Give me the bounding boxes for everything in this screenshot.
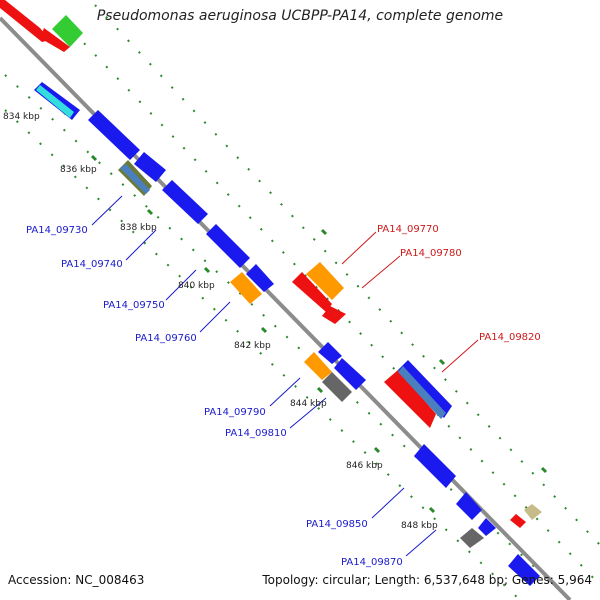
gene-label[interactable]: PA14_09760 bbox=[135, 333, 197, 344]
gene-arrow bbox=[456, 492, 482, 520]
gene-arrow bbox=[508, 554, 540, 586]
gene-arrow bbox=[322, 306, 346, 324]
gene-arrow bbox=[510, 514, 526, 528]
gene-arrow bbox=[36, 85, 74, 118]
gene-arrows-outer[interactable] bbox=[0, 0, 542, 528]
gene-label[interactable]: PA14_09820 bbox=[479, 332, 541, 343]
genome-backbone bbox=[0, 16, 572, 600]
gene-arrow bbox=[88, 110, 140, 160]
gene-arrow bbox=[398, 360, 452, 418]
kbp-label: 844 kbp bbox=[290, 399, 327, 409]
gene-label[interactable]: PA14_09870 bbox=[341, 557, 403, 568]
gene-label[interactable]: PA14_09850 bbox=[306, 519, 368, 530]
gene-label[interactable]: PA14_09750 bbox=[103, 300, 165, 311]
gene-label[interactable]: PA14_09790 bbox=[204, 407, 266, 418]
gene-arrow bbox=[134, 152, 166, 182]
leader-lines-blue bbox=[91, 195, 437, 557]
major-ticks bbox=[60, 108, 548, 514]
gene-label[interactable]: PA14_09740 bbox=[61, 259, 123, 270]
summary-text: Topology: circular; Length: 6,537,648 bp… bbox=[262, 573, 592, 587]
kbp-label: 846 kbp bbox=[346, 461, 383, 471]
gene-arrow bbox=[162, 180, 208, 224]
gene-arrow bbox=[306, 262, 344, 300]
gene-label[interactable]: PA14_09770 bbox=[377, 224, 439, 235]
gene-arrow bbox=[334, 358, 366, 390]
gene-arrows-inner[interactable] bbox=[34, 82, 540, 586]
gene-arrow bbox=[478, 518, 496, 536]
gene-arrow bbox=[52, 15, 83, 47]
gene-arrow bbox=[322, 372, 352, 402]
gene-arrow bbox=[304, 352, 332, 380]
gene-label[interactable]: PA14_09780 bbox=[400, 248, 462, 259]
kbp-label: 838 kbp bbox=[120, 223, 157, 233]
tick-ring-inner bbox=[4, 74, 571, 600]
kbp-label: 840 kbp bbox=[178, 281, 215, 291]
gene-arrow bbox=[398, 366, 446, 419]
kbp-label: 842 kbp bbox=[234, 341, 271, 351]
accession-text: Accession: NC_008463 bbox=[8, 573, 145, 587]
tick-ring-outer bbox=[61, 4, 600, 586]
gene-arrow bbox=[318, 342, 342, 364]
gene-arrow bbox=[230, 272, 262, 304]
kbp-label: 848 kbp bbox=[401, 521, 438, 531]
gene-arrow bbox=[40, 28, 70, 52]
gene-arrow bbox=[524, 504, 542, 520]
gene-arrow bbox=[292, 272, 332, 312]
gene-arrow bbox=[246, 264, 274, 292]
gene-arrow bbox=[384, 370, 436, 428]
gene-arrow bbox=[206, 224, 250, 268]
leader-lines-red bbox=[341, 231, 479, 373]
gene-label[interactable]: PA14_09810 bbox=[225, 428, 287, 439]
gene-arrow bbox=[414, 444, 456, 488]
map-title: Pseudomonas aeruginosa UCBPP-PA14, compl… bbox=[96, 8, 504, 24]
gene-arrow bbox=[460, 528, 484, 548]
kbp-label: 836 kbp bbox=[60, 165, 97, 175]
gene-label[interactable]: PA14_09730 bbox=[26, 225, 88, 236]
gene-arrow bbox=[0, 0, 50, 42]
gene-arrow bbox=[120, 164, 150, 194]
kbp-label: 834 kbp bbox=[3, 112, 40, 122]
